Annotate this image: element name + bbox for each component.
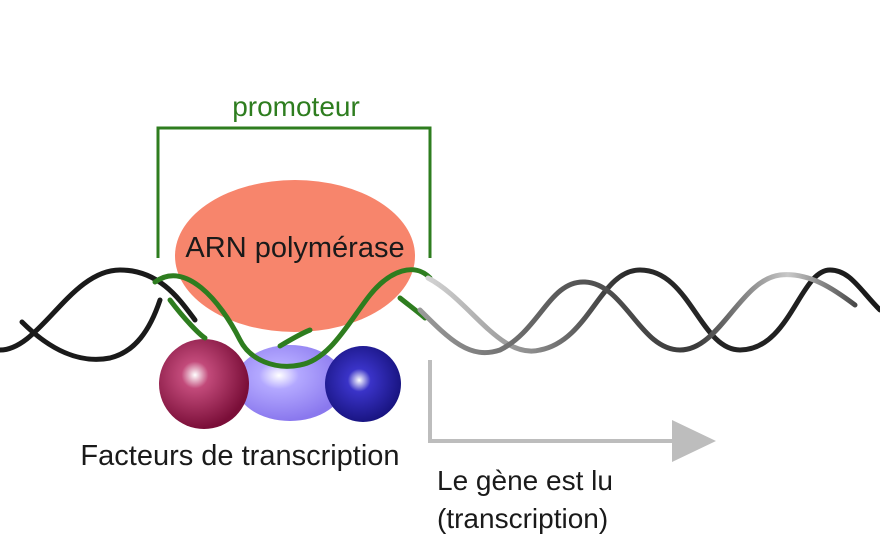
promoter-dna-strand-b (167, 297, 208, 341)
arrow-head (672, 420, 716, 462)
rna-polymerase-label: ARN polymérase (185, 232, 404, 264)
transcription-factors-label: Facteurs de transcription (80, 440, 399, 472)
promoter-label: promoteur (232, 91, 360, 122)
dna-strand-transcribed-a (425, 267, 880, 354)
promoter-bracket (156, 126, 432, 258)
promoter-dna-strand-c (277, 327, 313, 349)
dna-strand-back-left (0, 267, 198, 353)
gene-read-label-line1: Le gène est lu (437, 465, 613, 496)
transcription-direction-arrow (428, 360, 680, 443)
transcription-factor-left (159, 339, 249, 429)
dna-strand-front-left (19, 297, 163, 362)
gene-read-label-line2: (transcription) (437, 503, 608, 534)
rna-polymerase (175, 180, 415, 332)
transcription-factor-right (325, 346, 401, 422)
transcription-factor-middle (235, 345, 345, 421)
promoter-dna-strand-a (152, 267, 433, 369)
dna-strand-transcribed-b (417, 272, 858, 356)
